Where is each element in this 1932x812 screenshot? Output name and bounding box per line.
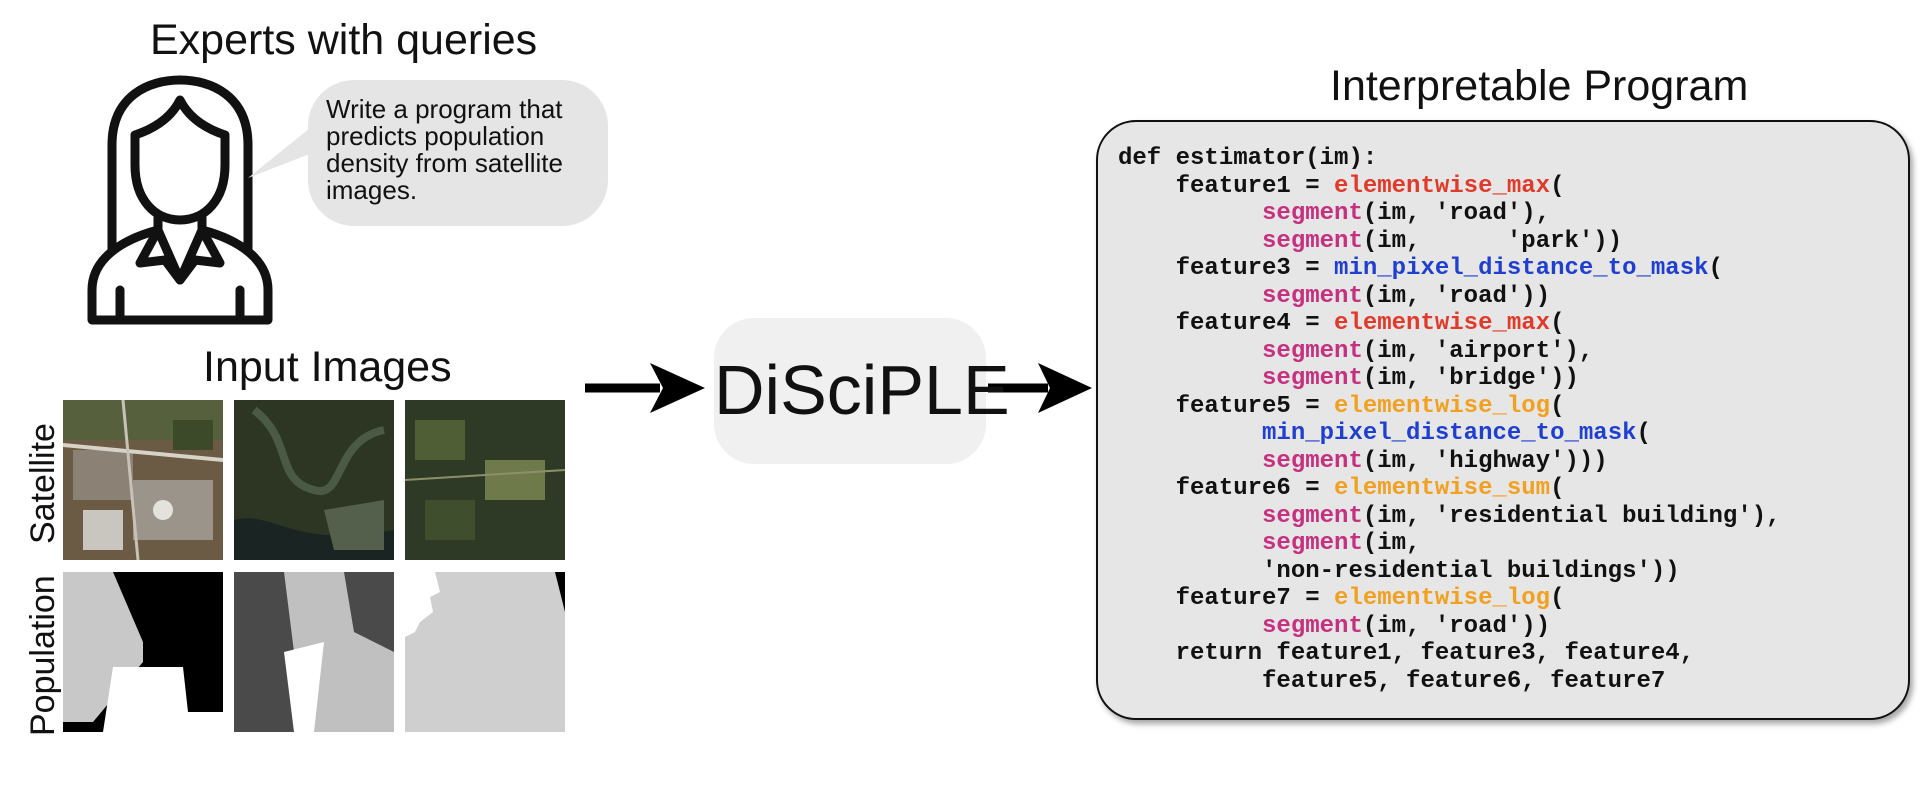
code-text: def estimator(im):: [1118, 145, 1378, 172]
code-line: feature3 = min_pixel_distance_to_mask(: [1118, 255, 1781, 283]
code-function: segment: [1262, 200, 1363, 227]
code-text: 'non-residential buildings')): [1118, 557, 1680, 585]
code-text: [1118, 365, 1262, 392]
query-text: Write a program that predicts population…: [326, 94, 563, 205]
code-text: (: [1550, 172, 1565, 200]
population-map-1: [63, 572, 223, 732]
experts-title: Experts with queries: [150, 16, 538, 64]
code-text: [1118, 228, 1262, 255]
method-name: DiSciPLE: [714, 351, 1010, 429]
code-text: (im, 'road')): [1362, 612, 1551, 640]
code-text: (: [1550, 310, 1565, 337]
program-code: def estimator(im): feature1 = elementwis…: [1118, 145, 1781, 695]
code-text: (: [1550, 392, 1565, 420]
code-text: (im, 'highway'))): [1362, 447, 1608, 475]
code-text: (im, 'airport'),: [1362, 337, 1594, 365]
code-text: [1118, 338, 1262, 365]
satellite-image-1: [63, 400, 223, 560]
code-text: [1118, 530, 1262, 557]
code-text: feature4 =: [1118, 310, 1335, 337]
code-text: feature7 =: [1118, 585, 1335, 612]
code-line: segment(im, 'park')): [1118, 228, 1781, 256]
code-text: (im,: [1362, 530, 1421, 557]
code-line: segment(im, 'highway'))): [1118, 448, 1781, 476]
code-line: feature1 = elementwise_max(: [1118, 173, 1781, 201]
code-line: def estimator(im):: [1118, 145, 1781, 173]
code-text: (: [1636, 420, 1651, 447]
code-text: (im, 'bridge')): [1362, 365, 1579, 392]
code-line: segment(im, 'road')): [1118, 613, 1781, 641]
code-text: [1118, 613, 1262, 640]
code-text: (im, 'road')): [1362, 282, 1551, 310]
code-text: [1118, 420, 1262, 447]
code-function: min_pixel_distance_to_mask: [1334, 255, 1709, 282]
code-line: segment(im,: [1118, 530, 1781, 558]
code-line: feature5 = elementwise_log(: [1118, 393, 1781, 421]
code-text: (im, 'park')): [1362, 227, 1623, 255]
method-box: [714, 318, 986, 464]
speech-bubble: [308, 80, 608, 226]
speech-bubble-tail: [248, 120, 320, 178]
code-line: segment(im, 'bridge')): [1118, 365, 1781, 393]
code-function: elementwise_max: [1334, 310, 1551, 337]
row-label-population: Population: [24, 575, 62, 736]
code-line: min_pixel_distance_to_mask(: [1118, 420, 1781, 448]
input-images-title: Input Images: [203, 343, 452, 391]
code-function: segment: [1262, 282, 1363, 310]
satellite-image-2: [234, 400, 394, 560]
code-function: elementwise_sum: [1334, 475, 1551, 502]
code-function: segment: [1262, 337, 1363, 365]
code-text: [1118, 283, 1262, 310]
code-function: elementwise_max: [1334, 172, 1551, 200]
arrow-right-icon: [585, 363, 705, 413]
code-function: segment: [1262, 365, 1363, 392]
code-text: [1118, 448, 1262, 475]
population-map-2: [234, 572, 394, 732]
code-text: [1118, 200, 1262, 227]
code-text: feature5 =: [1118, 392, 1335, 420]
code-text: [1118, 503, 1262, 530]
arrow-right-icon: [988, 363, 1092, 413]
code-function: elementwise_log: [1334, 392, 1551, 420]
code-function: segment: [1262, 447, 1363, 475]
program-title: Interpretable Program: [1330, 62, 1749, 110]
code-text: feature5, feature6, feature7: [1118, 667, 1666, 695]
code-line: segment(im, 'road'),: [1118, 200, 1781, 228]
population-map-3: [405, 572, 565, 732]
code-text: (: [1550, 585, 1565, 612]
code-text: feature6 =: [1118, 475, 1335, 502]
code-line: segment(im, 'residential building'),: [1118, 503, 1781, 531]
code-text: (im, 'road'),: [1362, 200, 1551, 227]
code-line: 'non-residential buildings')): [1118, 558, 1781, 586]
code-text: return feature1, feature3, feature4,: [1118, 640, 1695, 667]
code-text: feature3 =: [1118, 255, 1335, 282]
row-label-satellite: Satellite: [24, 423, 62, 544]
code-line: feature7 = elementwise_log(: [1118, 585, 1781, 613]
code-function: elementwise_log: [1334, 585, 1551, 612]
code-text: (: [1550, 475, 1565, 502]
person-icon: [87, 75, 273, 325]
code-function: segment: [1262, 612, 1363, 640]
code-line: segment(im, 'airport'),: [1118, 338, 1781, 366]
code-function: min_pixel_distance_to_mask: [1262, 420, 1637, 447]
code-function: segment: [1262, 227, 1363, 255]
code-function: segment: [1262, 502, 1363, 530]
code-function: segment: [1262, 530, 1363, 557]
code-line: segment(im, 'road')): [1118, 283, 1781, 311]
program-box: [1096, 120, 1910, 720]
code-text: (: [1708, 255, 1723, 282]
code-line: feature6 = elementwise_sum(: [1118, 475, 1781, 503]
code-text: feature1 =: [1118, 172, 1335, 200]
code-text: (im, 'residential building'),: [1362, 502, 1781, 530]
code-line: feature4 = elementwise_max(: [1118, 310, 1781, 338]
code-line: return feature1, feature3, feature4,: [1118, 640, 1781, 668]
satellite-image-3: [405, 400, 565, 560]
code-line: feature5, feature6, feature7: [1118, 668, 1781, 696]
